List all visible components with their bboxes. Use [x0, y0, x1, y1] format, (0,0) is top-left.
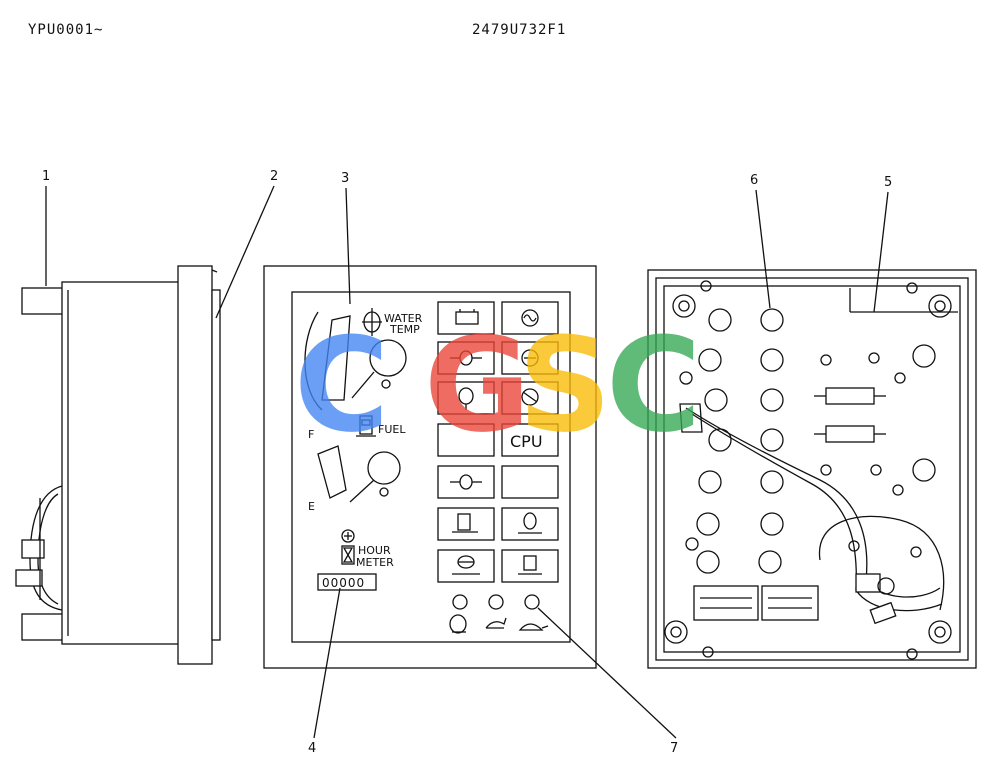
lamp-cpu: [501, 423, 559, 457]
lamp-oil-pressure: [437, 341, 495, 375]
callout-3: 3: [341, 171, 349, 186]
part-number-label: 2479U732F1: [472, 22, 567, 38]
turbo-icon: [449, 614, 467, 634]
hourglass-icon: [341, 545, 355, 565]
lamp-blank-2: [501, 465, 559, 499]
gauge-full-mark: F: [308, 428, 314, 441]
hydraulic-icon: [450, 474, 482, 490]
preheat-icon: [521, 309, 539, 327]
rabbit-icon: [485, 617, 507, 629]
hour-meter-digits: 00000: [322, 576, 365, 590]
air-filter-icon: [521, 388, 539, 406]
water-temp-icon: [362, 308, 382, 336]
lamp-hydraulic-temp: [501, 507, 559, 541]
watermark-letter-4: C: [606, 309, 701, 461]
fuel-level-icon: [452, 513, 478, 533]
callout-6: 6: [750, 173, 758, 188]
hydraulic-temp-icon: [518, 512, 542, 534]
oil-pressure-icon: [450, 350, 482, 366]
watermark-letter-3: S: [518, 309, 612, 461]
pilot-lamps: [449, 594, 549, 634]
hour-meter: HOUR METER 00000: [317, 529, 394, 591]
model-range-label: YPU0001~: [28, 22, 104, 38]
lamp-preheat: [501, 301, 559, 335]
lamp-coolant-level: [501, 549, 559, 583]
watermark-letter-2: G: [424, 309, 531, 461]
fuel-gauge: FUEL F E: [308, 415, 406, 513]
side-view-housing: [15, 265, 221, 665]
wiring-harness: [679, 403, 945, 625]
engine-oil-icon: [521, 349, 539, 367]
hour-meter-label-1: HOUR: [358, 544, 391, 557]
coolant-level-icon: [518, 555, 542, 575]
turtle-icon: [518, 623, 549, 631]
lamp-sockets: [696, 308, 936, 574]
fuel-label: FUEL: [378, 423, 406, 436]
watermark-logo: C G S C: [294, 309, 701, 461]
lamp-air-filter: [501, 381, 559, 415]
indicator-lamp-grid: CPU: [437, 301, 559, 583]
wiring-connectors: [693, 585, 819, 621]
lamp-engine-oil: [501, 341, 559, 375]
callout-1: 1: [42, 169, 50, 184]
coolant-icon: [458, 387, 474, 410]
battery-icon: [455, 309, 479, 325]
lamp-blank-1: [437, 423, 495, 457]
hour-meter-label-2: METER: [356, 556, 394, 569]
callout-4: 4: [308, 741, 316, 756]
front-panel: [263, 265, 597, 669]
callout-5: 5: [884, 175, 892, 190]
corner-screws: [664, 280, 952, 660]
water-temp-label-2: TEMP: [389, 323, 420, 336]
lamp-fuel-level: [437, 507, 495, 541]
gauge-empty-mark: E: [308, 500, 315, 513]
water-level-icon: [452, 555, 480, 575]
callout-2: 2: [270, 169, 278, 184]
water-temp-label-1: WATER: [384, 312, 423, 325]
lamp-coolant: [437, 381, 495, 415]
callout-7: 7: [670, 741, 678, 756]
lamp-battery: [437, 301, 495, 335]
water-temp-gauge: WATER TEMP: [304, 308, 423, 411]
watermark-letter-1: C: [294, 309, 389, 461]
fuel-pump-icon: [356, 415, 376, 437]
lamp-hydraulic: [437, 465, 495, 499]
lamp-water-level: [437, 549, 495, 583]
cpu-label: CPU: [510, 432, 543, 451]
resistors-and-nuts: [814, 352, 922, 558]
callout-leaders: [45, 185, 889, 739]
